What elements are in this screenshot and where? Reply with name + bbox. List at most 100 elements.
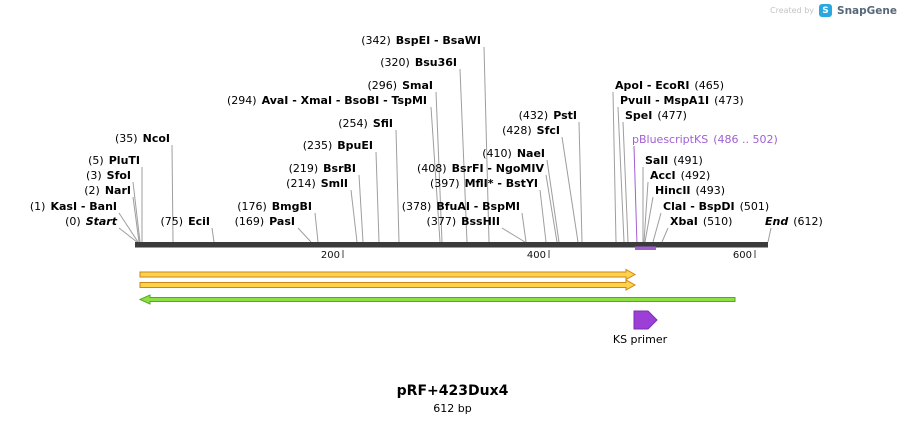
orf-arrow-forward-2[interactable]	[139, 279, 637, 291]
site-name: Bsu36I	[414, 56, 457, 69]
site-label-ecii[interactable]: (75)EciI	[161, 215, 211, 229]
site-name: PstI	[553, 109, 577, 122]
site-pos: (35)	[115, 132, 138, 145]
site-label-sali[interactable]: SalI (491)	[645, 154, 703, 168]
site-pos: (492)	[680, 169, 711, 182]
site-label-apoi-ecori[interactable]: ApoI - EcoRI(465)	[615, 79, 724, 93]
ks-primer-label[interactable]: KS primer	[612, 333, 668, 346]
site-label-bsu36i[interactable]: (320) Bsu36I	[380, 56, 457, 70]
site-name: SmlI	[320, 177, 348, 190]
site-pos: (432)	[518, 109, 549, 122]
plasmid-title: pRF+423Dux4	[396, 383, 509, 399]
site-pos: (493)	[695, 184, 726, 197]
logo-letter: S	[822, 5, 829, 16]
site-label-bspei-bsawi[interactable]: (342)BspEI - BsaWI	[361, 34, 481, 48]
site-name: PasI	[269, 215, 295, 228]
site-label-pasi[interactable]: (169) PasI	[235, 215, 295, 229]
site-pos: (377)	[426, 215, 457, 228]
site-pos: (473)	[714, 94, 744, 107]
site-name: BsrBI	[323, 162, 356, 175]
feature-label-pbluescript[interactable]: pBluescriptKS(486 .. 502)	[632, 133, 778, 147]
site-label-smai[interactable]: (296)SmaI	[368, 79, 434, 93]
site-label-ncoi[interactable]: (35) NcoI	[115, 132, 170, 146]
snapgene-wordmark: SnapGene	[837, 4, 897, 17]
site-label-xbai[interactable]: XbaI(510)	[670, 215, 732, 229]
site-pos: (214)	[286, 177, 316, 190]
site-pos: (75)	[160, 215, 184, 228]
site-name: BmgBI	[271, 200, 312, 213]
site-label-avai-group[interactable]: (294)AvaI - XmaI - BsoBI - TspMI	[227, 94, 427, 108]
site-name: SfiI	[372, 117, 393, 130]
site-pos: (491)	[673, 154, 703, 167]
site-name: SalI	[645, 154, 669, 167]
site-label-kasi-bani[interactable]: (1)KasI - BanI	[30, 200, 117, 214]
ruler-label-200: 200	[320, 250, 340, 261]
site-pos: (294)	[226, 94, 257, 107]
site-name: HincII	[655, 184, 691, 197]
site-pos: (169)	[234, 215, 265, 228]
ruler-ticks	[342, 250, 756, 258]
site-label-psti[interactable]: (432) PstI	[519, 109, 577, 123]
pbluescript-region-marker[interactable]	[635, 246, 656, 251]
site-pos: (477)	[657, 109, 687, 122]
site-pos: (397)	[429, 177, 460, 190]
site-name: PluTI	[108, 154, 140, 167]
site-label-bsrbi[interactable]: (219) BsrBI	[289, 162, 356, 176]
site-pos: (612)	[793, 215, 823, 228]
site-name: BsrFI - NgoMIV	[451, 162, 544, 175]
orf-arrow-forward-1[interactable]	[139, 268, 637, 281]
site-name: AccI	[650, 169, 676, 182]
site-pos: (428)	[502, 124, 532, 137]
site-pos: (510)	[702, 215, 733, 228]
ks-primer-arrow[interactable]	[633, 310, 658, 330]
site-label-hincii[interactable]: HincII (493)	[655, 184, 725, 198]
site-pos: (3)	[86, 169, 102, 182]
site-label-bfuai-bspmi[interactable]: (378) BfuAI - BspMI	[402, 200, 520, 214]
site-pos: (254)	[338, 117, 368, 130]
ruler-label-600: 600	[732, 250, 752, 261]
site-pos: (1)	[29, 200, 46, 213]
site-name: BfuAI - BspMI	[436, 200, 520, 213]
site-name: NcoI	[142, 132, 170, 145]
site-label-naei[interactable]: (410)NaeI	[482, 147, 545, 161]
site-label-clai-bspdi[interactable]: ClaI - BspDI(501)	[663, 200, 769, 214]
site-label-spei[interactable]: SpeI (477)	[625, 109, 687, 123]
map-end-label[interactable]: End(612)	[765, 215, 823, 229]
site-label-bmgbi[interactable]: (176)BmgBI	[237, 200, 312, 214]
site-pos: (410)	[482, 147, 512, 160]
site-label-sfci[interactable]: (428) SfcI	[502, 124, 560, 138]
site-name: BssHII	[461, 215, 500, 228]
site-label-bpuei[interactable]: (235)BpuEI	[303, 139, 373, 153]
site-label-sfoi[interactable]: (3)SfoI	[86, 169, 131, 183]
site-name: Start	[85, 215, 117, 228]
leader-lines	[118, 46, 772, 243]
site-name: NarI	[104, 184, 131, 197]
site-label-mfli-bstyi[interactable]: (397)MflI* - BstYI	[430, 177, 538, 191]
site-label-pluti[interactable]: (5)PluTI	[88, 154, 140, 168]
site-label-nari[interactable]: (2) NarI	[84, 184, 131, 198]
site-name: SpeI	[625, 109, 653, 122]
site-label-bsrfi-ngomiv[interactable]: (408) BsrFI - NgoMIV	[417, 162, 544, 176]
plasmid-length: 612 bp	[433, 402, 472, 415]
site-name: ApoI - EcoRI	[615, 79, 690, 92]
site-name: ClaI - BspDI	[663, 200, 735, 213]
map-start-label[interactable]: (0)Start	[65, 215, 117, 229]
site-label-acci[interactable]: AccI (492)	[650, 169, 710, 183]
site-pos: (408)	[417, 162, 447, 175]
site-pos: (320)	[380, 56, 410, 69]
site-label-sfii[interactable]: (254) SfiI	[338, 117, 393, 131]
site-pos: (296)	[367, 79, 398, 92]
orf-arrow-reverse[interactable]	[138, 294, 736, 305]
sequence-bar[interactable]	[135, 242, 768, 248]
site-pos: (219)	[288, 162, 319, 175]
site-label-bsshii[interactable]: (377) BssHII	[427, 215, 500, 229]
site-name: SfcI	[536, 124, 560, 137]
created-by-text: Created by	[770, 6, 815, 15]
site-pos: (2)	[84, 184, 100, 197]
site-label-pvuii-mspa1i[interactable]: PvuII - MspA1I(473)	[620, 94, 744, 108]
site-pos: (378)	[401, 200, 432, 213]
site-label-smli[interactable]: (214) SmlI	[286, 177, 348, 191]
feature-name: pBluescriptKS	[632, 133, 709, 146]
